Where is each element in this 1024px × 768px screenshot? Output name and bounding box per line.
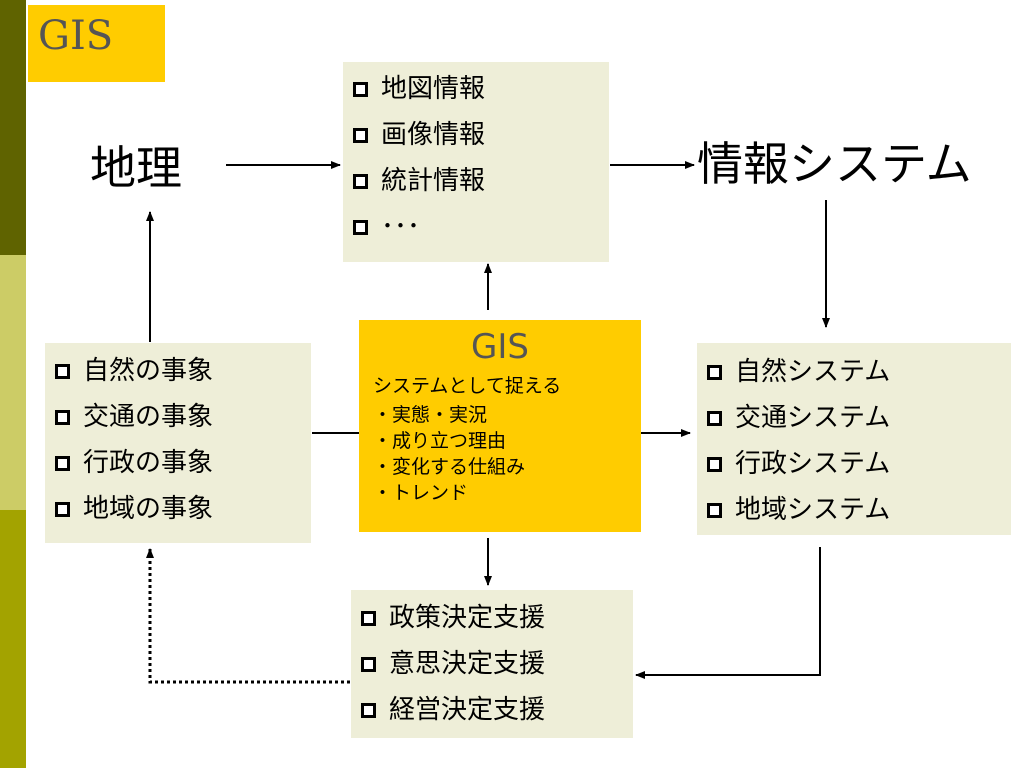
gis-point: ・トレンド (373, 482, 469, 504)
list-item: 交通の事象 (45, 394, 311, 440)
list-item: 地域システム (697, 487, 1011, 533)
sidebar-segment-bottom (0, 510, 26, 768)
events-box: 自然の事象 交通の事象 行政の事象 地域の事象 (45, 343, 311, 543)
list-item: 自然システム (697, 349, 1011, 395)
square-bullet-icon (353, 220, 368, 235)
list-item: 意思決定支援 (351, 641, 633, 687)
slide-title-box: GIS (28, 5, 165, 82)
list-item: 自然の事象 (45, 348, 311, 394)
list-item: 統計情報 (343, 158, 609, 204)
sidebar-segment-middle (0, 255, 26, 510)
square-bullet-icon (55, 410, 70, 425)
square-bullet-icon (361, 657, 376, 672)
square-bullet-icon (707, 365, 722, 380)
square-bullet-icon (55, 456, 70, 471)
square-bullet-icon (55, 502, 70, 517)
information-system-label: 情報システム (697, 137, 972, 191)
square-bullet-icon (353, 82, 368, 97)
square-bullet-icon (55, 364, 70, 379)
list-item: ･･･ (343, 204, 609, 250)
gis-center-box: GIS システムとして捉える ・実態・実況 ・成り立つ理由 ・変化する仕組み ・… (359, 320, 641, 532)
decision-support-box: 政策決定支援 意思決定支援 経営決定支援 (351, 590, 633, 738)
sidebar-stripe (0, 0, 26, 768)
list-item: 経営決定支援 (351, 687, 633, 733)
systems-box: 自然システム 交通システム 行政システム 地域システム (697, 343, 1011, 535)
square-bullet-icon (361, 611, 376, 626)
list-item: 地域の事象 (45, 486, 311, 532)
information-box: 地図情報 画像情報 統計情報 ･･･ (343, 62, 609, 262)
list-item: 政策決定支援 (351, 595, 633, 641)
gis-title: GIS (471, 327, 529, 367)
arrow-systems-to-support (635, 547, 821, 679)
square-bullet-icon (707, 457, 722, 472)
list-item: 行政の事象 (45, 440, 311, 486)
gis-point: ・変化する仕組み (373, 456, 526, 478)
arrow-support-to-events-dotted (146, 548, 350, 684)
gis-subtitle: システムとして捉える (373, 375, 562, 397)
square-bullet-icon (353, 128, 368, 143)
list-item: 交通システム (697, 395, 1011, 441)
geography-label: 地理 (90, 141, 182, 195)
gis-point: ・成り立つ理由 (373, 430, 507, 452)
square-bullet-icon (361, 703, 376, 718)
slide-title: GIS (38, 13, 114, 59)
list-item: 画像情報 (343, 112, 609, 158)
square-bullet-icon (707, 503, 722, 518)
list-item: 行政システム (697, 441, 1011, 487)
square-bullet-icon (707, 411, 722, 426)
list-item: 地図情報 (343, 66, 609, 112)
gis-point: ・実態・実況 (373, 404, 488, 426)
square-bullet-icon (353, 174, 368, 189)
sidebar-segment-top (0, 0, 26, 255)
